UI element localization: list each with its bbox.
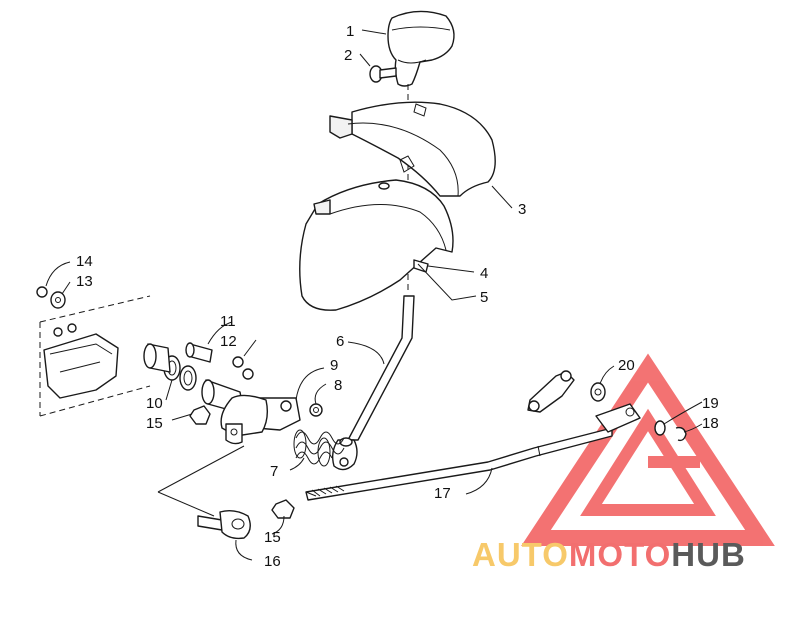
callout-10: 10	[146, 395, 163, 412]
callout-2: 2	[344, 47, 352, 64]
return-spring	[293, 429, 345, 467]
callouts: 1 2 3 4 5 6 9 8 7 10 11 12 14 13 15 15 1…	[76, 23, 719, 570]
boot-clip	[413, 259, 429, 273]
pivot-bolt	[185, 342, 254, 380]
callout-5: 5	[480, 289, 488, 306]
frame-bolt	[36, 286, 66, 309]
callout-9: 9	[330, 357, 338, 374]
callout-13: 13	[76, 273, 93, 290]
shift-cover-upper	[329, 101, 496, 197]
leader-lines	[45, 29, 703, 561]
callout-7: 7	[270, 463, 278, 480]
shift-lever	[331, 295, 415, 471]
watermark-text: AUTOMOTOHUB	[472, 536, 746, 573]
shift-knob	[387, 10, 455, 87]
shift-rod	[305, 403, 641, 501]
callout-4: 4	[480, 265, 488, 282]
pivot-housing	[201, 379, 269, 445]
callout-15-upper: 15	[146, 415, 163, 432]
callout-15-lower: 15	[264, 529, 281, 546]
callout-17: 17	[434, 485, 451, 502]
frame-mount	[39, 295, 151, 417]
lock-nut-lower	[271, 499, 295, 519]
watermark-triangle	[521, 353, 775, 546]
clip-washer	[654, 420, 687, 442]
svg-text:AUTOMOTOHUB: AUTOMOTOHUB	[472, 536, 746, 573]
pivot-collar	[143, 343, 171, 373]
watermark-moto: MOTO	[569, 536, 671, 573]
callout-11: 11	[220, 313, 236, 330]
ball-joint	[197, 509, 251, 540]
callout-3: 3	[518, 201, 526, 218]
callout-16: 16	[264, 553, 281, 570]
lock-nut-upper	[189, 405, 211, 425]
watermark-logo	[521, 353, 775, 546]
callout-8: 8	[334, 377, 342, 394]
callout-6: 6	[336, 333, 344, 350]
callout-20: 20	[618, 357, 635, 374]
callout-18: 18	[702, 415, 719, 432]
shift-cover-lower	[299, 179, 454, 311]
callout-14: 14	[76, 253, 93, 270]
linkage-arm	[527, 370, 606, 413]
callout-12: 12	[220, 333, 237, 350]
callout-1: 1	[346, 23, 354, 40]
watermark-auto: AUTO	[472, 536, 569, 573]
set-screw	[369, 65, 397, 83]
callout-19: 19	[702, 395, 719, 412]
watermark-hub: HUB	[671, 536, 746, 573]
